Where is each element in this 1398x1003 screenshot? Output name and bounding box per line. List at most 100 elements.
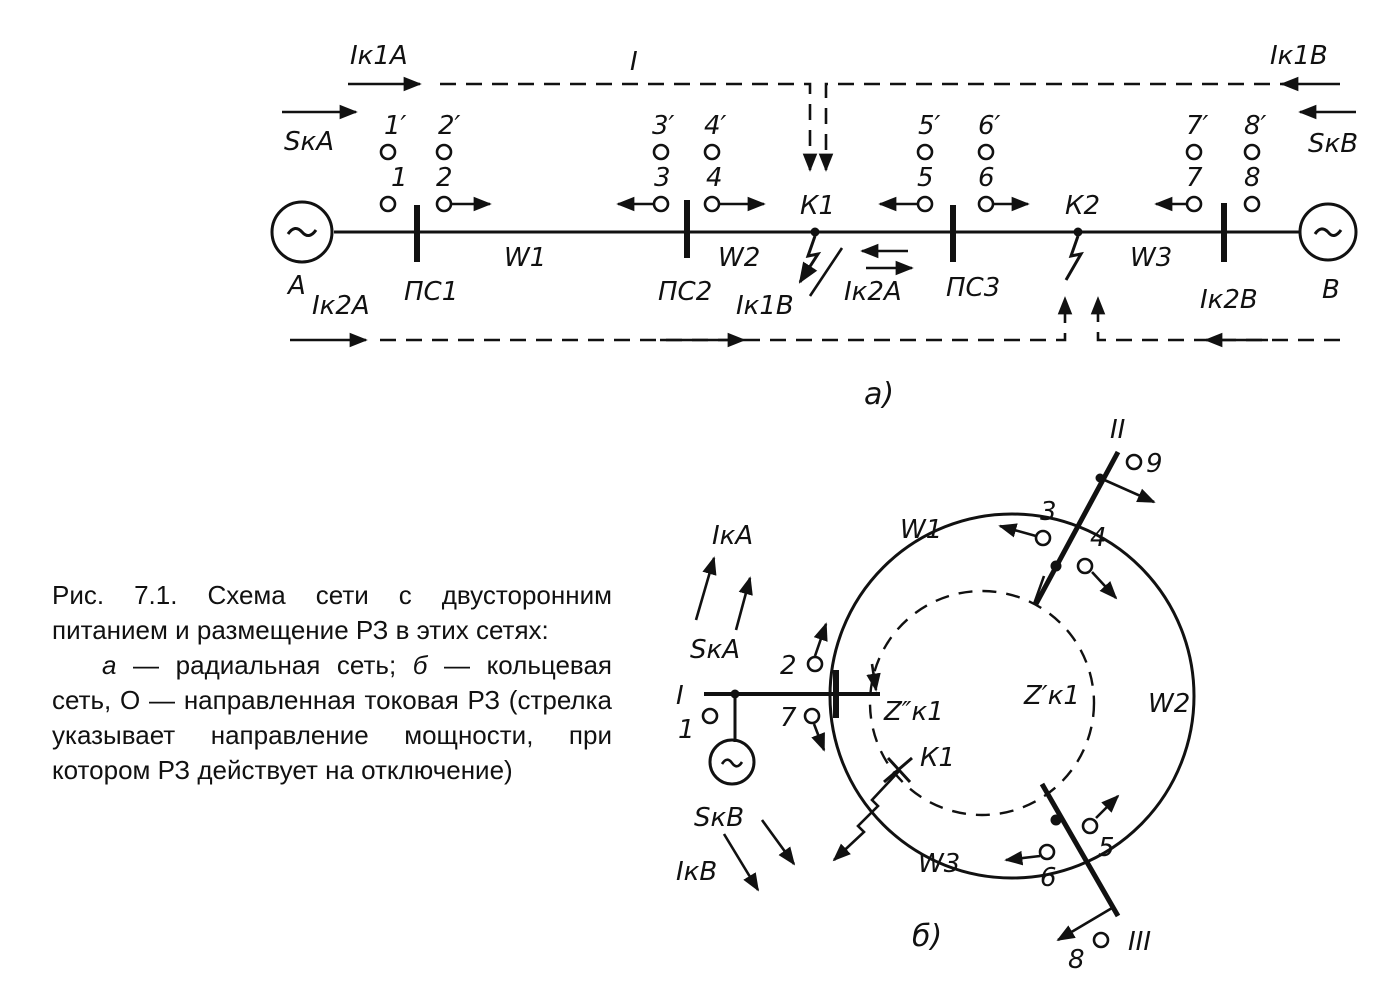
label-fault-k2: К2: [1065, 191, 1100, 221]
label-ps2: ПС2: [658, 277, 712, 307]
relay-label-1: 1: [391, 163, 408, 193]
label-skb-ring: SкB: [694, 803, 744, 833]
relay-label-4: 4: [706, 163, 723, 193]
sublabel-a: а): [864, 377, 894, 412]
label-ska-ring: SкA: [690, 635, 740, 665]
ring-relay-label-6: 6: [1040, 863, 1057, 893]
label-ik1b-top: Iк1B: [1270, 41, 1328, 71]
ring-relay-label-2: 2: [780, 651, 797, 681]
node-label-iii: III: [1128, 927, 1151, 957]
source-b: [1298, 202, 1358, 262]
caption-title: Рис. 7.1. Схема сети с двусторонним пита…: [52, 580, 612, 645]
label-ik2a-mid: Iк2A: [844, 277, 902, 307]
node-label-ii: II: [1110, 415, 1125, 445]
node-label-i: I: [676, 681, 684, 711]
solid-arrows-a: [282, 76, 1356, 348]
relay-label-5p: 5′: [918, 111, 941, 141]
relay-label-2p: 2′: [438, 111, 461, 141]
ring-relay-label-9: 9: [1146, 449, 1163, 479]
label-skb: SкB: [1308, 129, 1358, 159]
ring-relay-5-icon: [1081, 817, 1099, 835]
relay-4-icon: [703, 195, 721, 213]
ring-relay-label-3: 3: [1040, 497, 1057, 527]
relay-label-8p: 8′: [1244, 111, 1267, 141]
caption-body: а — радиальная сеть; б — кольцевая сеть,…: [52, 648, 612, 788]
relay-3-icon: [652, 195, 670, 213]
label-w2: W2: [718, 243, 760, 273]
ring-relay-label-7: 7: [780, 703, 797, 733]
relay-label-3: 3: [654, 163, 671, 193]
relay-8-icon: [1243, 195, 1261, 213]
fault-point-k2: [1073, 227, 1083, 237]
source-a: [270, 200, 334, 264]
label-ika: IкA: [712, 521, 753, 551]
ring-outer: [828, 512, 1196, 880]
relay-label-6p: 6′: [978, 111, 1001, 141]
diagram-b: [694, 450, 1196, 949]
relay-label-5: 5: [917, 163, 934, 193]
diagram-a: [270, 76, 1358, 348]
relay-label-7p: 7′: [1186, 111, 1209, 141]
relay-label-6: 6: [978, 163, 995, 193]
ring-relay-9-icon: [1125, 453, 1143, 471]
label-ska: SкA: [284, 127, 334, 157]
caption-text-b: — кольцевая сеть, О — направленная токов…: [52, 650, 612, 785]
label-ik2b: Iк2B: [1200, 285, 1258, 315]
sublabel-b: б): [912, 919, 942, 954]
caption-letter-a: а: [102, 650, 117, 680]
figure-caption: Рис. 7.1. Схема сети с двусторонним пита…: [52, 578, 612, 788]
ring-relay-label-1: 1: [678, 715, 695, 745]
label-w3: W3: [1130, 243, 1172, 273]
caption-text-a: — радиальная сеть;: [116, 650, 413, 680]
ring-relay-label-5: 5: [1098, 833, 1115, 863]
branch-node-iii: [1039, 782, 1121, 918]
ring-inner-dashed: [868, 589, 1096, 817]
relay-7-icon: [1185, 195, 1203, 213]
lightning-ring-icon: [832, 769, 901, 862]
lightning-k1-icon: [798, 235, 822, 284]
label-w1: W1: [504, 243, 546, 273]
ring-label-w1: W1: [900, 515, 942, 545]
ring-relay-4-icon: [1076, 557, 1094, 575]
ring-relay-1-icon: [701, 707, 719, 725]
lightning-k2-icon: [1064, 235, 1084, 281]
relay-label-1p: 1′: [384, 111, 407, 141]
relay-label-7: 7: [1186, 163, 1203, 193]
relay-5-icon: [916, 195, 934, 213]
label-loop-i: I: [630, 47, 638, 77]
label-source-b: B: [1322, 275, 1340, 305]
label-ik2a-left: Iк2A: [312, 291, 370, 321]
ring-relay-2-icon: [806, 655, 824, 673]
relay-label-2: 2: [436, 163, 453, 193]
relay-label-3p: 3′: [652, 111, 675, 141]
ring-label-k1: К1: [920, 743, 955, 773]
label-source-a: A: [286, 271, 306, 301]
source-ring-icon: [708, 738, 756, 786]
ring-relay-8-icon: [1092, 931, 1110, 949]
relay-symbols-a: [379, 143, 1261, 213]
ring-relay-7-icon: [803, 707, 821, 725]
ring-relay-3-icon: [1034, 529, 1052, 547]
ring-label-w3: W3: [918, 849, 960, 879]
label-ik1b-mid: Iк1B: [736, 291, 794, 321]
labels-a: A B ПС1 ПС2 ПС3 W1 W2 W3 К1 К2 I Iк1A Sк…: [284, 41, 1358, 412]
relay-label-8: 8: [1244, 163, 1261, 193]
ring-relay-6-icon: [1038, 843, 1056, 861]
labels-b: I II III W1 W2 W3 К1 Z′к1 Z″к1 1 2 3 4 5…: [676, 415, 1190, 975]
label-fault-k1: К1: [800, 191, 835, 221]
label-z-outer: Z″к1: [883, 697, 944, 727]
caption-letter-b: б: [412, 650, 428, 680]
label-ps3: ПС3: [946, 273, 1000, 303]
fault-point-k1: [810, 227, 820, 237]
ring-label-w2: W2: [1148, 689, 1190, 719]
relay-6-icon: [977, 195, 995, 213]
label-z-inner: Z′к1: [1023, 681, 1080, 711]
label-ik1a: Iк1A: [350, 41, 408, 71]
relay-label-4p: 4′: [704, 111, 727, 141]
relay-2-icon: [435, 195, 453, 213]
relay-1-icon: [379, 195, 397, 213]
label-ikb: IкB: [676, 857, 717, 887]
ring-relay-label-8: 8: [1068, 945, 1085, 975]
ring-relay-label-4: 4: [1090, 523, 1107, 553]
